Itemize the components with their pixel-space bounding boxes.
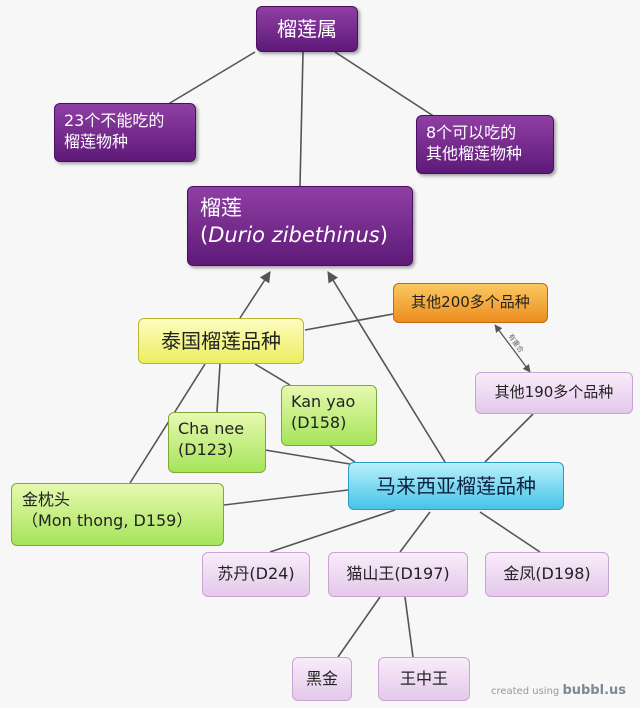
watermark-brand: bubbl.us xyxy=(562,683,626,698)
node-thai-varieties[interactable]: 泰国榴莲品种 xyxy=(138,318,304,364)
watermark-prefix: created using xyxy=(490,686,560,697)
node-other-200[interactable]: 其他200多个品种 xyxy=(393,283,548,323)
edge-thai-chanee xyxy=(216,363,221,413)
node-durian-latin: (Durio zibethinus) xyxy=(200,223,388,248)
node-d198[interactable]: 金凤(D198) xyxy=(485,552,609,597)
node-durian-genus[interactable]: 榴莲属 xyxy=(256,6,358,52)
node-durian-label: 榴莲 xyxy=(200,196,242,220)
edge-thai-kanyao xyxy=(254,363,291,386)
edge-d197-wangzhongwang xyxy=(404,596,414,658)
edge-thai-to-durian xyxy=(239,271,271,319)
node-other-190-label: 其他190多个品种 xyxy=(494,383,614,401)
node-malaysia-varieties[interactable]: 马来西亚榴莲品种 xyxy=(348,462,564,510)
node-durian-zibethinus[interactable]: 榴莲 (Durio zibethinus) xyxy=(187,186,413,266)
edge-genus-durian xyxy=(299,51,304,187)
node-mon-thong-line2: （Mon thong, D159） xyxy=(22,510,193,530)
node-inedible-species[interactable]: 23个不能吃的 榴莲物种 xyxy=(54,103,196,162)
node-kan-yao-line1: Kan yao xyxy=(291,392,356,411)
edge-malaysia-chanee xyxy=(264,449,351,465)
node-d197-label: 猫山王(D197) xyxy=(346,564,450,583)
node-kan-yao-line2: (D158) xyxy=(291,412,347,432)
node-d24[interactable]: 苏丹(D24) xyxy=(202,552,310,597)
edge-thai-montong xyxy=(129,363,206,484)
node-other-190[interactable]: 其他190多个品种 xyxy=(475,372,633,414)
node-edible-line1: 8个可以吃的 xyxy=(426,123,517,142)
node-kan-yao[interactable]: Kan yao (D158) xyxy=(281,385,377,446)
node-d198-label: 金凤(D198) xyxy=(503,564,591,583)
node-wang-zhong-wang-label: 王中王 xyxy=(399,669,448,688)
node-cha-nee-line2: (D123) xyxy=(178,439,234,459)
node-thai-label: 泰国榴莲品种 xyxy=(161,329,281,353)
edge-malaysia-montong xyxy=(223,489,349,506)
node-cha-nee-line1: Cha nee xyxy=(178,419,245,438)
node-hei-jin[interactable]: 黑金 xyxy=(292,657,352,701)
edge-malaysia-d197 xyxy=(399,511,431,553)
edge-d197-heijin xyxy=(337,596,381,658)
node-inedible-line1: 23个不能吃的 xyxy=(64,111,165,130)
node-cha-nee[interactable]: Cha nee (D123) xyxy=(168,412,266,473)
watermark: created using bubbl.us xyxy=(491,683,626,698)
edge-thai-other200 xyxy=(304,313,394,331)
node-wang-zhong-wang[interactable]: 王中王 xyxy=(378,657,470,701)
edge-malaysia-d198 xyxy=(479,511,541,553)
edge-other200-other190 xyxy=(494,324,531,373)
edge-malaysia-kanyao xyxy=(329,445,356,463)
node-d197[interactable]: 猫山王(D197) xyxy=(328,552,468,597)
node-mon-thong-line1: 金枕头 xyxy=(22,490,71,509)
node-other-200-label: 其他200多个品种 xyxy=(411,293,530,311)
node-edible-line2: 其他榴莲物种 xyxy=(426,143,523,163)
edge-malaysia-other190 xyxy=(484,413,534,463)
node-mon-thong[interactable]: 金枕头 （Mon thong, D159） xyxy=(11,483,224,546)
node-hei-jin-label: 黑金 xyxy=(305,669,338,688)
edge-malaysia-to-durian xyxy=(327,271,446,463)
edge-genus-edible xyxy=(334,51,436,118)
node-durian-latin-name: Durio zibethinus xyxy=(208,223,380,248)
node-malaysia-label: 马来西亚榴莲品种 xyxy=(376,474,536,498)
node-d24-label: 苏丹(D24) xyxy=(217,564,295,583)
node-edible-species[interactable]: 8个可以吃的 其他榴莲物种 xyxy=(416,115,554,174)
node-inedible-line2: 榴莲物种 xyxy=(64,131,129,151)
node-durian-genus-label: 榴莲属 xyxy=(277,17,337,41)
edge-malaysia-d24 xyxy=(269,509,396,553)
